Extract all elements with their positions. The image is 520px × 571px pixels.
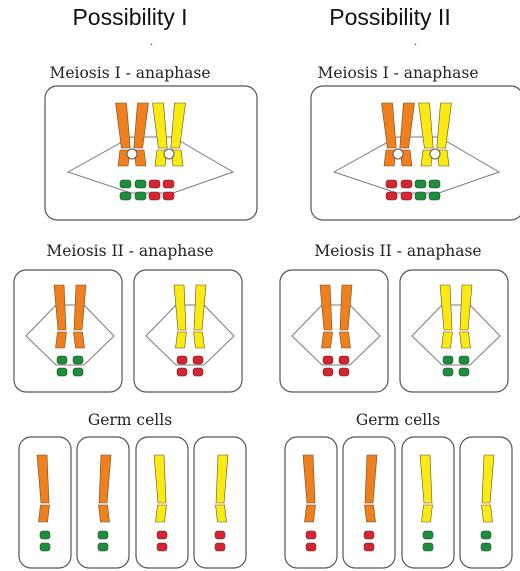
possibility-1-m1-bottom-bot-1 [135, 192, 146, 200]
possibility-2-g0-germ-bottom-bot [306, 543, 316, 551]
possibility-2-m1-bottom-top-1 [401, 180, 412, 188]
possibility-1-m1-chromatid-upper-1-1 [171, 103, 186, 148]
possibility-1-right-m2-bottom-bot-0 [177, 368, 187, 376]
possibility-1-left-m2-chromatid-lower-1 [74, 332, 85, 348]
possibility-1-g3-germ-chromatid-upper [216, 455, 228, 503]
possibility-1-right-meiosis2-spindle [146, 305, 234, 365]
possibility-1-left-m2-chromatid-lower-0 [56, 332, 67, 348]
possibility-1-g3-germ-bottom-top [215, 531, 225, 539]
possibility-2-left-m2-chromatid-upper-0 [320, 285, 332, 330]
possibility-1-right-m2-chromatid-upper-0 [174, 285, 186, 330]
possibility-2-m1-bottom-top-3 [429, 180, 440, 188]
possibility-1-m1-bottom-top-1 [135, 180, 146, 188]
possibility-1-m1-bottom-top-0 [120, 180, 131, 188]
possibility-2-g0-germ-chromatid-lower [305, 505, 316, 522]
possibility-2-right-m2-chromatid-upper-0 [440, 285, 452, 330]
possibility-2-left-m2-chromatid-upper-1 [340, 285, 352, 330]
possibility-1-left-m2-bottom-top-1 [73, 356, 83, 364]
possibility-2-g3-germ-chromatid-upper [482, 455, 494, 503]
possibility-1-g0-germ-chromatid-upper [37, 455, 49, 503]
possibility-1-left-m2-bottom-bot-0 [57, 368, 67, 376]
possibility-1-right-m2-bottom-top-1 [193, 356, 203, 364]
possibility-1-left-meiosis2-spindle [26, 305, 114, 365]
possibility-1-right-m2-bottom-top-0 [177, 356, 187, 364]
possibility-1-m1-bottom-bot-3 [163, 192, 174, 200]
possibility-2-right-m2-bottom-top-0 [443, 356, 453, 364]
possibility-2-g2-germ-bottom-top [423, 531, 433, 539]
possibility-2-m1-bottom-top-0 [386, 180, 397, 188]
possibility-2-right-meiosis2-spindle [412, 305, 500, 365]
possibility-1-m1-bottom-bot-0 [120, 192, 131, 200]
possibility-2-g3-germ-bottom-top [481, 531, 491, 539]
possibility-2-left-m2-bottom-bot-1 [339, 368, 349, 376]
possibility-1-left-m2-chromatid-upper-0 [54, 285, 66, 330]
possibility-2-g0-germ-bottom-top [306, 531, 316, 539]
possibility-2-right-m2-bottom-bot-0 [443, 368, 453, 376]
possibility-2-m1-chromatid-upper-1-0 [419, 103, 434, 148]
possibility-2-m1-chromatid-upper-0-1 [400, 103, 415, 148]
possibility-2-g2-germ-chromatid-lower [422, 505, 433, 522]
possibility-2-left-m2-bottom-bot-0 [323, 368, 333, 376]
possibility-2-right-m2-chromatid-lower-0 [442, 332, 453, 348]
possibility-2-m1-bottom-top-2 [415, 180, 426, 188]
possibility-2-right-m2-chromatid-upper-1 [460, 285, 472, 330]
possibility-2-left-m2-bottom-top-0 [323, 356, 333, 364]
possibility-1-g2-germ-bottom-bot [157, 543, 167, 551]
possibility-2-m1-bottom-bot-0 [386, 192, 397, 200]
possibility-1-m1-chromatid-upper-0-1 [134, 103, 149, 148]
possibility-2-m1-bottom-bot-2 [415, 192, 426, 200]
possibility-2-g2-germ-bottom-bot [423, 543, 433, 551]
possibility-2-m1-bottom-bot-3 [429, 192, 440, 200]
possibility-1-g0-germ-bottom-bot [40, 543, 50, 551]
possibility-1-m1-centromere-0 [127, 149, 137, 159]
possibility-1-m1-centromere-1 [164, 149, 174, 159]
possibility-2-m1-chromatid-upper-1-1 [437, 103, 452, 148]
possibility-1-right-m2-chromatid-lower-1 [194, 332, 205, 348]
possibility-1-right-m2-bottom-bot-1 [193, 368, 203, 376]
possibility-1-m1-bottom-top-3 [163, 180, 174, 188]
possibility-1-right-m2-chromatid-lower-0 [176, 332, 187, 348]
possibility-2-right-m2-bottom-top-1 [459, 356, 469, 364]
possibility-1-g1-germ-chromatid-lower [99, 505, 110, 522]
possibility-2-g1-germ-chromatid-lower [365, 505, 376, 522]
possibility-1-left-m2-bottom-top-0 [57, 356, 67, 364]
possibility-1-g1-germ-chromatid-upper [99, 455, 111, 503]
possibility-2-left-m2-chromatid-lower-1 [340, 332, 351, 348]
possibility-1-g2-germ-bottom-top [157, 531, 167, 539]
possibility-2-m1-centromere-0 [393, 149, 403, 159]
possibility-1-m1-bottom-bot-2 [149, 192, 160, 200]
possibility-2-right-m2-bottom-bot-1 [459, 368, 469, 376]
possibility-1-g3-germ-chromatid-lower [216, 505, 227, 522]
possibility-2-g1-germ-bottom-bot [364, 543, 374, 551]
possibility-1-g1-germ-bottom-top [98, 531, 108, 539]
possibility-2-g1-germ-chromatid-upper [365, 455, 377, 503]
possibility-2-g0-germ-chromatid-upper [303, 455, 315, 503]
possibility-2-meiosis1-cell [311, 86, 520, 220]
possibility-1-m1-bottom-top-2 [149, 180, 160, 188]
possibility-2-m1-chromatid-upper-0-0 [382, 103, 397, 148]
possibility-2-m1-centromere-1 [430, 149, 440, 159]
possibility-2-g2-germ-chromatid-upper [420, 455, 432, 503]
possibility-1-g0-germ-chromatid-lower [39, 505, 50, 522]
possibility-1-left-m2-bottom-bot-1 [73, 368, 83, 376]
possibility-1-g1-germ-bottom-bot [98, 543, 108, 551]
possibility-2-g3-germ-bottom-bot [481, 543, 491, 551]
possibility-1-right-m2-chromatid-upper-1 [194, 285, 206, 330]
possibility-2-m1-bottom-bot-1 [401, 192, 412, 200]
possibility-1-g2-germ-chromatid-lower [156, 505, 167, 522]
possibility-1-g3-germ-bottom-bot [215, 543, 225, 551]
possibility-2-left-meiosis2-spindle [292, 305, 380, 365]
possibility-1-m1-chromatid-upper-0-0 [116, 103, 131, 148]
possibility-1-m1-chromatid-upper-1-0 [153, 103, 168, 148]
possibility-1-left-m2-chromatid-upper-1 [74, 285, 86, 330]
possibility-2-right-m2-chromatid-lower-1 [460, 332, 471, 348]
possibility-2-left-m2-bottom-top-1 [339, 356, 349, 364]
possibility-2-g1-germ-bottom-top [364, 531, 374, 539]
possibility-2-left-m2-chromatid-lower-0 [322, 332, 333, 348]
possibility-1-g2-germ-chromatid-upper [154, 455, 166, 503]
possibility-2-g3-germ-chromatid-lower [482, 505, 493, 522]
possibility-1-g0-germ-bottom-top [40, 531, 50, 539]
